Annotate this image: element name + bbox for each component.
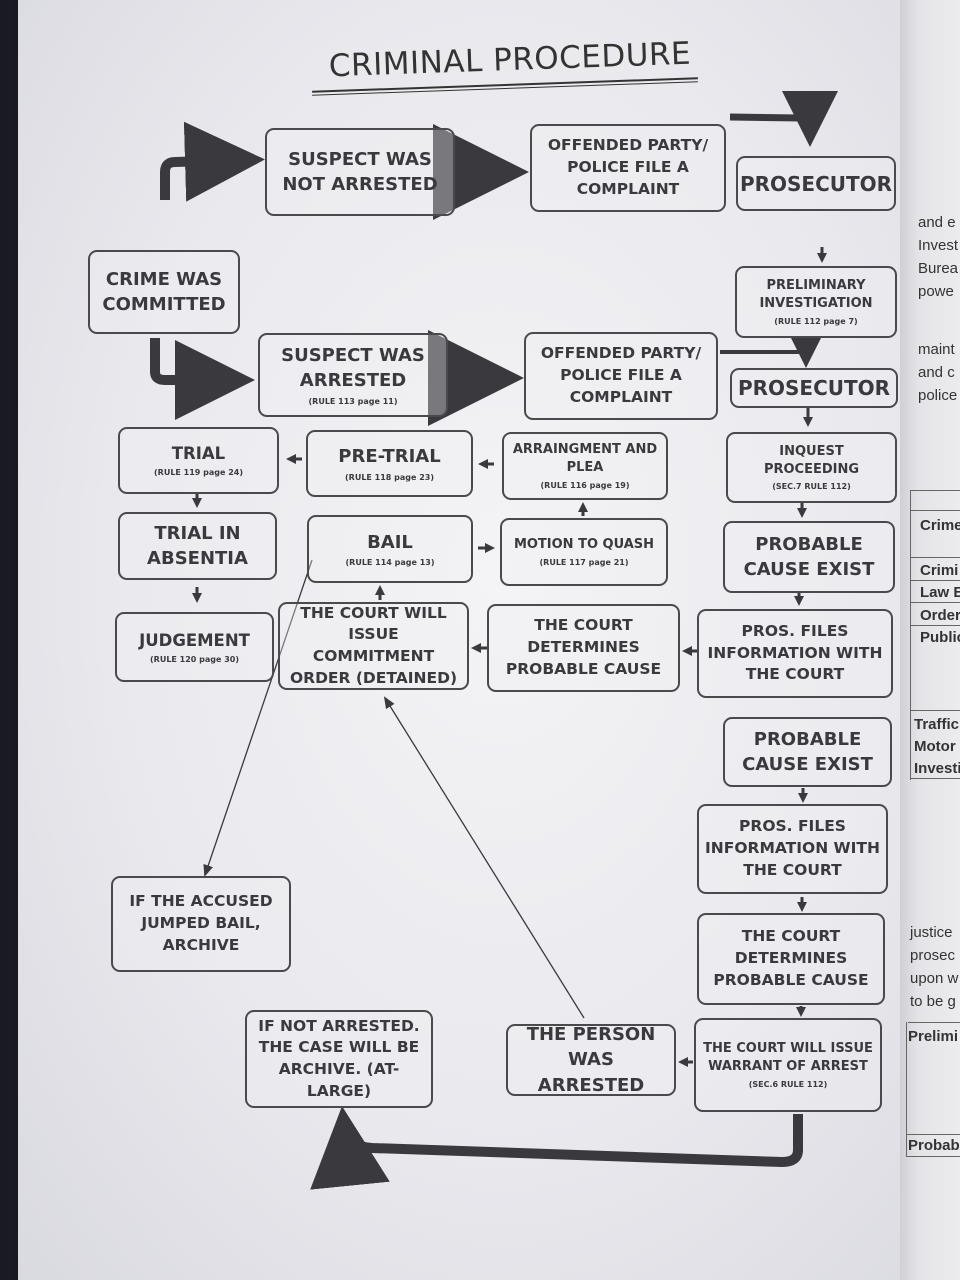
node-warrant-of-arrest: THE COURT WILL ISSUE WARRANT OF ARREST (…: [694, 1018, 882, 1112]
adjacent-text-line: upon w: [910, 970, 959, 987]
node-label: THE COURT WILL ISSUE WARRANT OF ARREST: [703, 1041, 873, 1075]
node-preliminary-investigation: PRELIMINARY INVESTIGATION (RULE 112 page…: [735, 266, 897, 338]
adjacent-table-cell: Public: [920, 629, 960, 646]
node-not-arrested-archive: IF NOT ARRESTED. THE CASE WILL BE ARCHIV…: [245, 1010, 433, 1108]
adjacent-text-line: to be g: [910, 993, 956, 1010]
node-label: THE COURT DETERMINES PROBABLE CAUSE: [505, 616, 662, 678]
node-pros-files-2: PROS. FILES INFORMATION WITH THE COURT: [697, 804, 888, 894]
adjacent-text-line: Burea: [918, 260, 959, 277]
node-bail: BAIL (RULE 114 page 13): [307, 515, 473, 583]
node-crime-committed: CRIME WAS COMMITTED: [88, 250, 240, 334]
node-label: PROS. FILES INFORMATION WITH THE COURT: [707, 621, 883, 684]
node-rule: (RULE 117 page 21): [539, 557, 629, 567]
node-trial-in-absentia: TRIAL IN ABSENTIA: [118, 512, 277, 580]
node-rule: (RULE 113 page 11): [308, 396, 398, 406]
node-person-arrested: THE PERSON WAS ARRESTED: [506, 1024, 676, 1096]
node-label: PROSECUTOR: [737, 376, 891, 400]
node-label: INQUEST PROCEEDING: [763, 443, 860, 477]
adjacent-table-cell: Probab: [908, 1137, 960, 1154]
node-probable-cause-1: PROBABLE CAUSE EXIST: [723, 521, 895, 593]
adjacent-text-line: prosec: [910, 947, 956, 964]
node-jumped-bail: IF THE ACCUSED JUMPED BAIL, ARCHIVE: [111, 876, 291, 972]
node-judgement: JUDGEMENT (RULE 120 page 30): [115, 612, 274, 682]
adjacent-text-line: and c: [918, 364, 955, 381]
node-trial: TRIAL (RULE 119 page 24): [118, 427, 279, 494]
node-label: OFFENDED PARTY/ POLICE FILE A COMPLAINT: [547, 136, 709, 198]
node-probable-cause-2: PROBABLE CAUSE EXIST: [723, 717, 892, 787]
adjacent-table-cell: Motor: [914, 738, 956, 755]
adjacent-page: and e Invest Burea powe maint and c poli…: [900, 0, 960, 1280]
node-complaint-top: OFFENDED PARTY/ POLICE FILE A COMPLAINT: [530, 124, 726, 212]
node-rule: (RULE 119 page 24): [154, 468, 243, 478]
node-label: CRIME WAS COMMITTED: [102, 268, 226, 315]
node-label: THE COURT DETERMINES PROBABLE CAUSE: [713, 927, 869, 989]
node-label: JUDGEMENT: [139, 630, 250, 650]
node-suspect-not-arrested: SUSPECT WAS NOT ARRESTED: [265, 128, 455, 216]
node-court-determines-1: THE COURT DETERMINES PROBABLE CAUSE: [487, 604, 680, 692]
adjacent-table-cell: Investi: [914, 760, 960, 777]
adjacent-text-line: and e: [918, 214, 956, 231]
node-rule: (RULE 116 page 19): [540, 480, 630, 490]
node-pros-files-1: PROS. FILES INFORMATION WITH THE COURT: [697, 609, 893, 698]
node-label: MOTION TO QUASH: [513, 537, 655, 553]
node-label: TRIAL IN ABSENTIA: [147, 522, 248, 569]
adjacent-table-cell: Law E: [920, 584, 960, 601]
node-label: PROBABLE CAUSE EXIST: [743, 533, 875, 580]
adjacent-text-line: justice: [910, 924, 953, 941]
node-label: SUSPECT WAS ARRESTED: [281, 345, 425, 392]
node-label: IF NOT ARRESTED. THE CASE WILL BE ARCHIV…: [258, 1016, 420, 1100]
node-label: BAIL: [367, 531, 413, 553]
node-label: PRELIMINARY INVESTIGATION: [759, 278, 873, 312]
node-label: TRIAL: [171, 444, 226, 464]
adjacent-table-cell: Prelimi: [908, 1028, 959, 1045]
node-prosecutor-top: PROSECUTOR: [736, 156, 896, 211]
node-rule: (RULE 112 page 7): [774, 316, 858, 326]
node-label: PROS. FILES INFORMATION WITH THE COURT: [705, 817, 880, 879]
adjacent-table-cell: Crimi: [920, 562, 959, 579]
node-arraignment: ARRAINGMENT AND PLEA (RULE 116 page 19): [502, 432, 668, 500]
adjacent-text-line: police: [918, 387, 958, 404]
node-label: SUSPECT WAS NOT ARRESTED: [282, 148, 438, 195]
node-motion-to-quash: MOTION TO QUASH (RULE 117 page 21): [500, 518, 668, 586]
node-prosecutor-mid: PROSECUTOR: [730, 368, 898, 408]
node-label: PRE-TRIAL: [338, 446, 441, 468]
node-rule: (RULE 118 page 23): [345, 472, 434, 482]
node-inquest: INQUEST PROCEEDING (SEC.7 RULE 112): [726, 432, 897, 503]
adjacent-table-cell: Order: [920, 607, 960, 624]
node-label: THE COURT WILL ISSUE COMMITMENT ORDER (D…: [289, 603, 458, 687]
node-label: PROBABLE CAUSE EXIST: [742, 728, 873, 775]
node-pre-trial: PRE-TRIAL (RULE 118 page 23): [306, 430, 473, 497]
node-label: THE PERSON WAS ARRESTED: [526, 1024, 656, 1096]
adjacent-text-line: maint: [918, 341, 955, 358]
adjacent-text-line: powe: [918, 283, 954, 300]
node-label: ARRAINGMENT AND PLEA: [512, 442, 658, 476]
node-rule: (SEC.6 RULE 112): [748, 1079, 828, 1089]
node-suspect-arrested: SUSPECT WAS ARRESTED (RULE 113 page 11): [258, 333, 448, 417]
node-rule: (RULE 114 page 13): [345, 558, 435, 567]
node-rule: (SEC.7 RULE 112): [772, 482, 851, 492]
node-rule: (RULE 120 page 30): [150, 654, 239, 664]
node-court-commitment-order: THE COURT WILL ISSUE COMMITMENT ORDER (D…: [278, 602, 469, 690]
node-label: IF THE ACCUSED JUMPED BAIL, ARCHIVE: [129, 892, 273, 954]
adjacent-table-cell: Crime: [920, 517, 960, 534]
node-court-determines-2: THE COURT DETERMINES PROBABLE CAUSE: [697, 913, 885, 1005]
node-label: OFFENDED PARTY/ POLICE FILE A COMPLAINT: [540, 344, 702, 406]
adjacent-text-line: Invest: [918, 237, 959, 254]
adjacent-table-cell: Traffic: [914, 716, 960, 733]
node-label: PROSECUTOR: [739, 171, 893, 196]
node-complaint-mid: OFFENDED PARTY/ POLICE FILE A COMPLAINT: [524, 332, 718, 420]
